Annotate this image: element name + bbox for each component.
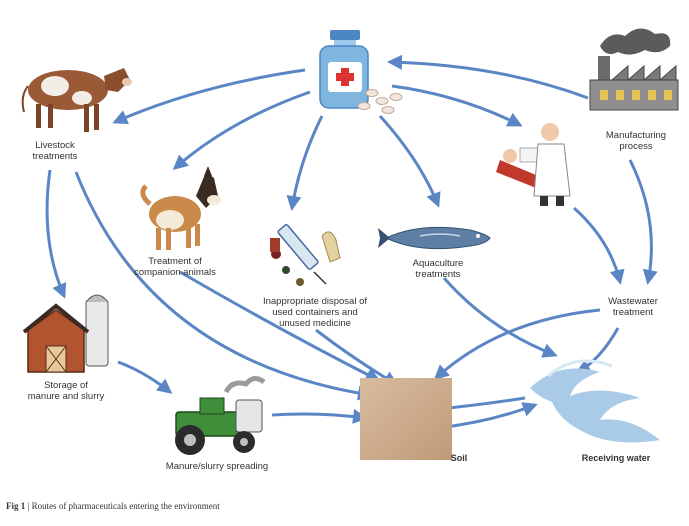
arrow-spreading-to-soil (271, 408, 368, 424)
water-wave-icon (530, 359, 660, 443)
arrow-bottle-to-disposal (286, 115, 324, 211)
arrow-bottle-to-doctor (391, 84, 523, 127)
label-companion-animals: Treatment of companion animals (134, 256, 216, 278)
label-manure-spreading: Manure/slurry spreading (165, 461, 269, 472)
pills-icon (357, 89, 403, 114)
label-soil: Soil (450, 453, 468, 463)
syringe-waste-icon (270, 224, 341, 286)
dog-icon (140, 166, 221, 250)
soil-patch-icon (360, 378, 452, 460)
label-storage-manure: Storage of manure and slurry (27, 380, 105, 402)
arrow-bottle-to-livestock (112, 68, 306, 125)
doctor-patient-icon (496, 123, 571, 206)
arrow-disposal-to-soil (315, 328, 399, 386)
figure-caption: Fig 1 | Routes of pharmaceuticals enteri… (6, 501, 220, 511)
arrow-doctor-to-wastewater (573, 206, 625, 285)
label-receiving-water: Receiving water (581, 453, 651, 463)
caption-separator: | (25, 501, 32, 511)
factory-icon (589, 28, 679, 111)
arrow-wastewater-to-soil (433, 308, 601, 381)
label-wastewater: Wastewater treatment (608, 296, 658, 318)
flow-arrows (45, 54, 658, 430)
label-inappropriate-disposal: Inappropriate disposal of used container… (262, 296, 368, 329)
arrow-bottle-to-companion (172, 90, 311, 170)
arrow-bottle-to-aquaculture (378, 114, 441, 208)
label-manufacturing: Manufacturing process (605, 130, 667, 152)
arrow-livestock-to-storage (45, 169, 67, 299)
tractor-icon (175, 376, 266, 455)
arrow-livestock-to-soil (74, 171, 373, 401)
label-livestock-treatments: Livestock treatments (32, 140, 78, 162)
barn-silo-icon (22, 294, 109, 373)
figure-number: Fig 1 (6, 501, 26, 511)
arrow-factory-to-wastewater (628, 159, 658, 285)
arrow-aquaculture-to-water (442, 277, 558, 358)
medicine-bottle-icon (319, 30, 369, 109)
arrow-companion-to-soil (179, 270, 381, 382)
fish-icon (378, 226, 491, 250)
label-aquaculture: Aquaculture treatments (412, 258, 464, 280)
arrow-factory-to-bottle (387, 54, 589, 100)
arrow-storage-to-spreading (117, 360, 173, 394)
caption-text: Routes of pharmaceuticals entering the e… (31, 501, 220, 511)
cow-icon (21, 68, 132, 132)
